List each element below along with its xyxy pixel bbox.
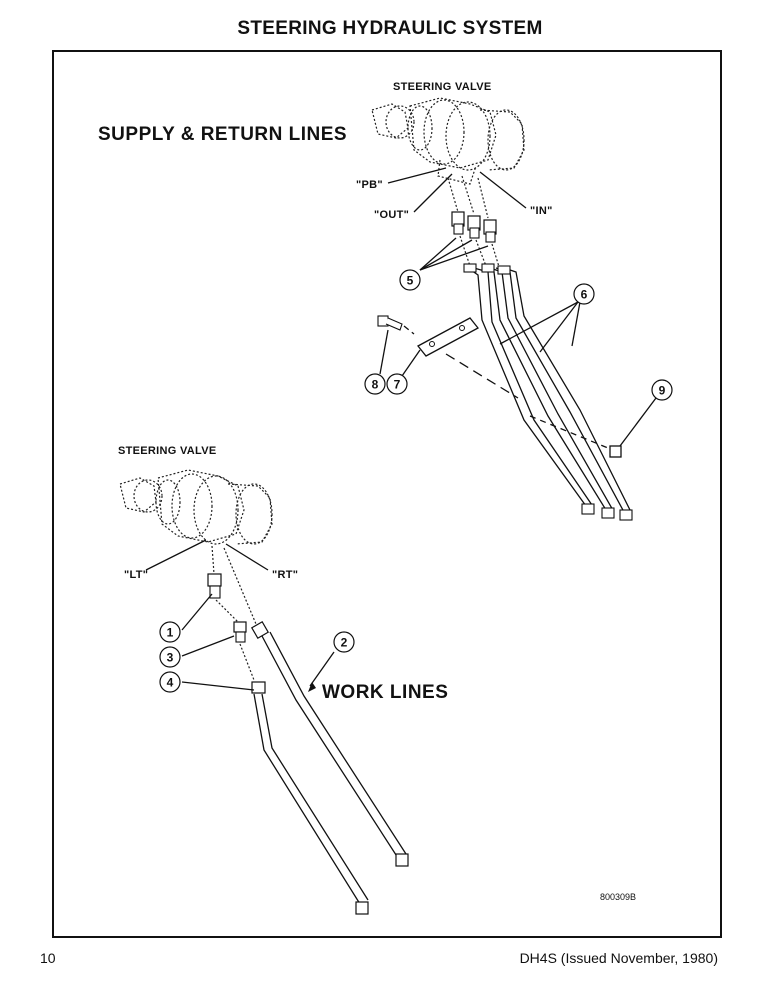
supply-return-tubes xyxy=(463,263,633,521)
work-tube-4 xyxy=(251,681,369,915)
svg-text:9: 9 xyxy=(659,384,666,398)
figure-frame xyxy=(52,50,722,938)
callout-2: 2 xyxy=(333,631,355,653)
port-rt-label: "RT" xyxy=(272,569,298,581)
nut xyxy=(609,445,622,458)
supply-valve-label: STEERING VALVE xyxy=(393,81,492,93)
svg-text:4: 4 xyxy=(167,676,174,690)
work-lines-heading: WORK LINES xyxy=(322,682,448,703)
svg-text:8: 8 xyxy=(372,378,379,392)
callout-8: 8 xyxy=(364,373,386,395)
callout-9: 9 xyxy=(651,379,673,401)
clamp-plate xyxy=(417,317,479,357)
callout-1: 1 xyxy=(159,621,181,643)
svg-text:2: 2 xyxy=(341,636,348,650)
port-lt-label: "LT" xyxy=(124,569,148,581)
page-number: 10 xyxy=(40,950,56,966)
figure-code: 800309B xyxy=(600,892,636,902)
callout-6: 6 xyxy=(573,283,595,305)
work-tube-2 xyxy=(250,620,409,867)
callout-3: 3 xyxy=(159,646,181,668)
svg-text:6: 6 xyxy=(581,288,588,302)
callout-4: 4 xyxy=(159,671,181,693)
port-in-label: "IN" xyxy=(530,205,553,217)
svg-text:3: 3 xyxy=(167,651,174,665)
svg-text:7: 7 xyxy=(394,378,401,392)
svg-text:1: 1 xyxy=(167,626,174,640)
page-title: STEERING HYDRAULIC SYSTEM xyxy=(237,18,543,39)
supply-fittings xyxy=(451,211,497,243)
lower-steering-valve xyxy=(119,469,273,545)
svg-text:5: 5 xyxy=(407,274,414,288)
work-fittings xyxy=(207,573,247,643)
port-pb-label: "PB" xyxy=(356,179,383,191)
supply-return-heading: SUPPLY & RETURN LINES xyxy=(98,124,347,145)
work-valve-label: STEERING VALVE xyxy=(118,445,217,457)
callout-7: 7 xyxy=(386,373,408,395)
port-out-label: "OUT" xyxy=(374,209,409,221)
bolt xyxy=(377,315,403,331)
upper-steering-valve xyxy=(371,97,525,185)
document-id: DH4S (Issued November, 1980) xyxy=(519,950,718,966)
callout-5: 5 xyxy=(399,269,421,291)
